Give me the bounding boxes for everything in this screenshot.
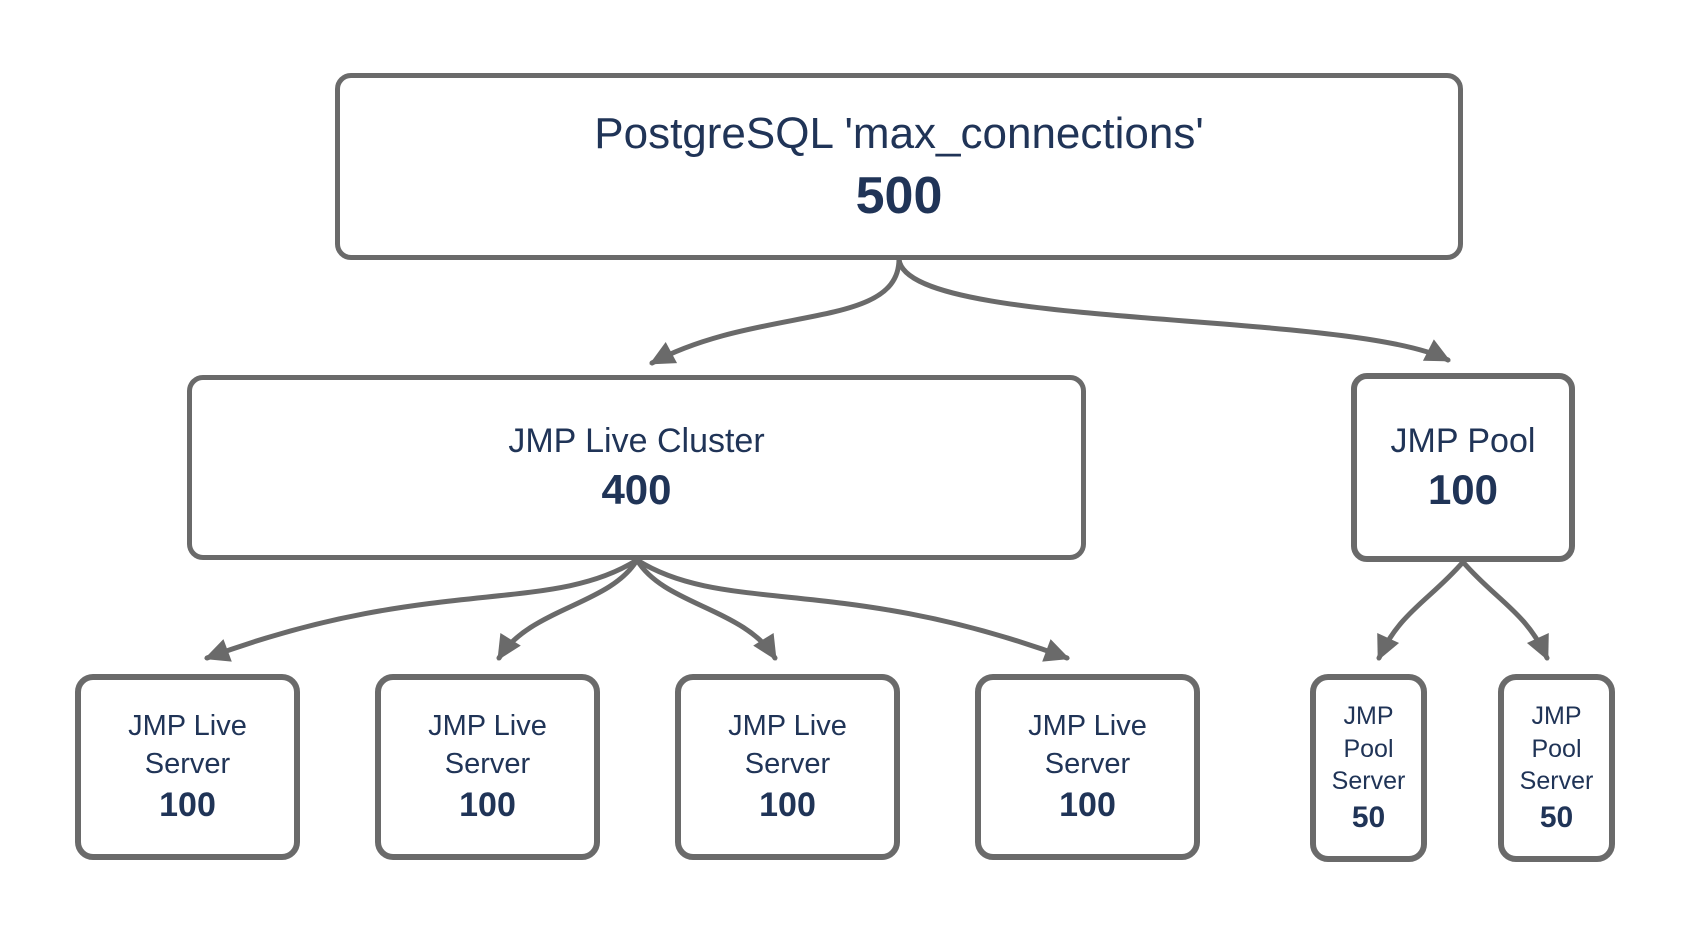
node-value: 50	[1351, 800, 1386, 834]
node-value: 100	[759, 786, 816, 825]
connector-root-to-cluster	[649, 256, 902, 366]
node-jmp-live-server-3: JMP Live Server 100	[675, 674, 900, 860]
node-label: PostgreSQL 'max_connections'	[594, 108, 1204, 158]
node-jmp-live-server-4: JMP Live Server 100	[975, 674, 1200, 860]
node-value: 100	[1059, 786, 1116, 825]
node-jmp-pool-server-2: JMP Pool Server 50	[1498, 674, 1615, 862]
connector-root-to-pool	[896, 256, 1451, 363]
node-label: JMP Pool Server	[1331, 702, 1406, 796]
node-label: JMP Pool	[1390, 422, 1536, 461]
connector-cluster-to-server-3	[634, 557, 778, 661]
node-label: JMP Live Server	[128, 709, 247, 780]
node-label: JMP Live Server	[1028, 709, 1147, 780]
node-jmp-live-server-1: JMP Live Server 100	[75, 674, 300, 860]
node-jmp-pool-server-1: JMP Pool Server 50	[1310, 674, 1427, 862]
node-jmp-live-server-2: JMP Live Server 100	[375, 674, 600, 860]
connector-cluster-to-server-4	[634, 557, 1070, 662]
node-label: JMP Live Cluster	[508, 422, 765, 461]
node-label: JMP Live Server	[428, 709, 547, 780]
node-value: 100	[1427, 466, 1499, 514]
node-value: 500	[855, 166, 943, 225]
connector-cluster-to-server-2	[496, 557, 640, 661]
connector-cluster-to-server-1	[204, 557, 640, 662]
node-value: 100	[159, 786, 216, 825]
connector-pool-to-server-2	[1460, 559, 1550, 661]
node-value: 100	[459, 786, 516, 825]
node-postgresql-max-connections: PostgreSQL 'max_connections' 500	[335, 73, 1463, 260]
node-label: JMP Live Server	[728, 709, 847, 780]
node-jmp-pool: JMP Pool 100	[1351, 373, 1575, 562]
connector-pool-to-server-1	[1376, 559, 1466, 661]
node-label: JMP Pool Server	[1519, 702, 1594, 796]
node-value: 50	[1539, 800, 1574, 834]
node-jmp-live-cluster: JMP Live Cluster 400	[187, 375, 1086, 560]
node-value: 400	[601, 466, 672, 514]
